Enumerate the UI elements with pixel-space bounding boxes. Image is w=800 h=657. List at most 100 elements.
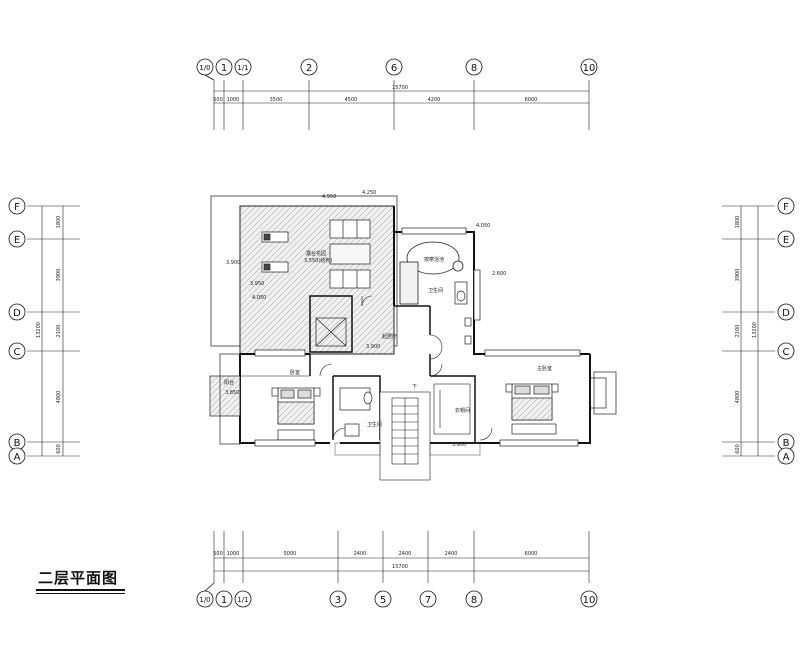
axis-label: 10 (583, 595, 596, 606)
dimension-segment: 4200 (428, 97, 441, 103)
room-label-spa: 按摩浴池 (424, 256, 444, 263)
elevator-shaft (315, 317, 347, 347)
closet-shelves (433, 383, 471, 435)
room-label-terrace: 露台花园 (306, 250, 326, 257)
dimension-total: 13200 (36, 322, 42, 338)
level-mark: 4.950 (322, 194, 336, 200)
left-axis-bubbles (8, 197, 26, 465)
axis-label: 8 (471, 595, 477, 606)
title-underline-thin (36, 593, 125, 594)
balcony-left (209, 353, 241, 445)
bottom-axis-bubbles (196, 582, 598, 608)
dimension-segment: 500 (213, 551, 223, 557)
step-outline (334, 442, 481, 456)
axis-label: 1/0 (199, 596, 210, 604)
axis-label: 1 (221, 63, 227, 74)
terrace-floor (239, 205, 395, 355)
bottom-dimension-block (213, 531, 590, 583)
dimension-total: 15700 (392, 85, 408, 91)
dimension-segment: 1800 (735, 216, 741, 229)
axis-label: 3 (335, 595, 341, 606)
axis-label: 8 (471, 63, 477, 74)
dimension-segment: 3900 (56, 269, 62, 282)
dimension-segment: 2400 (354, 551, 367, 557)
axis-label: A (783, 452, 790, 463)
dimension-segment: 600 (56, 444, 62, 454)
axis-label: 1/1 (237, 64, 248, 72)
spa-tub (399, 241, 464, 305)
axis-label: F (14, 202, 20, 213)
bay-window-right (589, 371, 617, 415)
axis-label: D (13, 308, 21, 319)
dimension-segment: 4800 (735, 391, 741, 404)
axis-label: C (783, 347, 790, 358)
level-mark: 3.900 (366, 344, 380, 350)
dimension-segment: 6000 (525, 97, 538, 103)
axis-label: D (782, 308, 790, 319)
level-mark: 4.050 (476, 223, 490, 229)
axis-label: B (783, 438, 790, 449)
doors (319, 295, 493, 441)
room-label-master-bedroom: 主卧室 (537, 365, 552, 372)
dimension-segment: 2100 (56, 325, 62, 338)
room-level-terrace: 3.550(结构) (304, 257, 332, 264)
room-label-balcony: 阳台 (224, 379, 234, 386)
level-mark: 2.600 (492, 271, 506, 277)
axis-label: 1/1 (237, 596, 248, 604)
room-label-closet: 衣帽间 (455, 407, 470, 414)
axis-label: 5 (380, 595, 386, 606)
level-mark: 3.850 (225, 390, 239, 396)
axis-label: 1/0 (199, 64, 210, 72)
dimension-segment: 4500 (345, 97, 358, 103)
level-mark: 4.050 (252, 295, 266, 301)
axis-label: B (14, 438, 21, 449)
axis-label: 7 (425, 595, 431, 606)
axis-label: F (783, 202, 789, 213)
dimension-segment: 500 (213, 97, 223, 103)
axis-label: 2 (306, 63, 312, 74)
level-mark: 4.250 (362, 190, 376, 196)
dimension-segment: 4800 (56, 391, 62, 404)
dimension-segment: 1000 (227, 551, 240, 557)
axis-label: E (783, 235, 789, 246)
sun-lounger (261, 231, 289, 273)
dimension-segment: 2100 (735, 325, 741, 338)
level-mark: 3.950 (250, 281, 264, 287)
level-mark: 3.900 (226, 260, 240, 266)
axis-label: 10 (583, 63, 596, 74)
title-underline (36, 589, 125, 591)
axis-label: A (14, 452, 21, 463)
bed-right (505, 383, 559, 435)
dimension-segment: 3900 (735, 269, 741, 282)
drawing-title: 二层平面图 (38, 569, 119, 587)
axis-label: E (14, 235, 20, 246)
bathroom-fixtures (339, 281, 472, 437)
room-label-bathroom: 卫生间 (367, 421, 382, 428)
dimension-segment: 2400 (445, 551, 458, 557)
top-dimension-block (213, 80, 590, 130)
dimension-segment: 600 (735, 444, 741, 454)
room-label-bedroom: 卧室 (290, 369, 300, 376)
staircase (379, 391, 431, 481)
right-dimension-block (722, 205, 775, 457)
left-dimension-block (27, 205, 80, 457)
dimension-segment: 1000 (227, 97, 240, 103)
axis-label: 6 (391, 63, 397, 74)
dimension-total: 15700 (392, 564, 408, 570)
right-axis-bubbles (777, 197, 795, 465)
dimension-segment: 3500 (270, 97, 283, 103)
windows (254, 227, 581, 447)
level-mark: 3.900 (452, 442, 466, 448)
dimension-segment: 2400 (399, 551, 412, 557)
axis-label: C (14, 347, 21, 358)
terrace-table-set (329, 219, 371, 289)
axis-label: 1 (221, 595, 227, 606)
dimension-segment: 5000 (284, 551, 297, 557)
dimension-total: 13200 (752, 322, 758, 338)
bed-left (271, 387, 321, 441)
dimension-segment: 1800 (56, 216, 62, 229)
dimension-segment: 6000 (525, 551, 538, 557)
room-label-hall: 起居厅 (382, 334, 397, 340)
room-label-bathroom-2: 卫生间 (428, 287, 443, 294)
